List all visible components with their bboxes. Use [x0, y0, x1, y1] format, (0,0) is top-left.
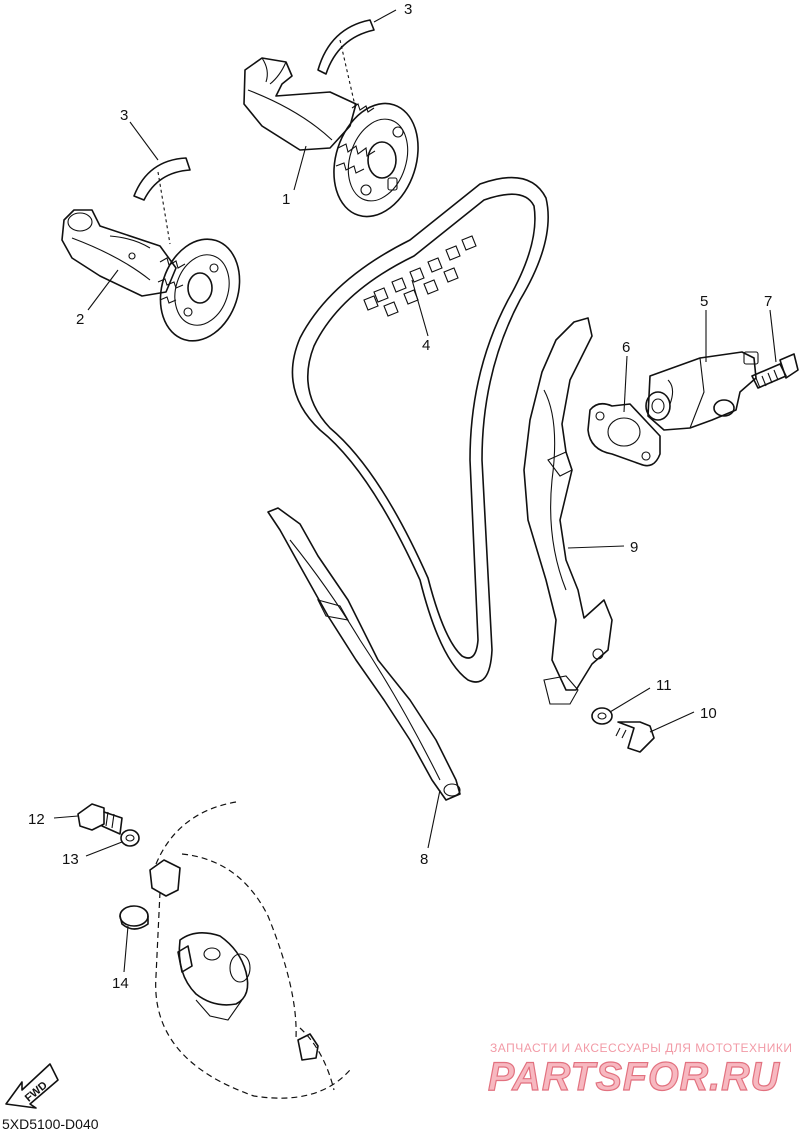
watermark: ЗАПЧАСТИ И АКСЕССУАРЫ ДЛЯ МОТОТЕХНИКИ PA… — [487, 1041, 792, 1100]
fwd-arrow: FWD — [5, 1063, 59, 1109]
tensioner-gasket — [587, 402, 661, 467]
plug-cap — [119, 905, 149, 930]
guide-bolt — [615, 721, 655, 753]
diagram-reference-code: 5XD5100-D040 — [2, 1116, 99, 1132]
watermark-logo: PARTSFOR.RU — [488, 1055, 780, 1099]
callout-14: 14 — [112, 975, 129, 992]
plug-bolt — [77, 803, 123, 835]
cam-clip-lower — [133, 157, 191, 201]
callout-13: 13 — [62, 851, 79, 868]
fwd-label: FWD — [23, 1079, 50, 1104]
chain-guide — [267, 507, 461, 801]
callout-3-lower: 3 — [120, 107, 128, 124]
callout-labels: 1 2 3 3 4 5 6 7 8 9 10 11 12 13 14 — [28, 1, 772, 992]
callout-3-upper: 3 — [404, 1, 412, 18]
callout-10: 10 — [700, 705, 717, 722]
guide-washer — [591, 707, 613, 725]
watermark-tagline: ЗАПЧАСТИ И АКСЕССУАРЫ ДЛЯ МОТОТЕХНИКИ — [490, 1041, 792, 1055]
leader-lines — [53, 9, 777, 973]
camshaft-lower — [61, 209, 241, 342]
chain-tensioner-guide — [523, 317, 613, 705]
callout-11: 11 — [656, 677, 672, 694]
callout-4: 4 — [422, 337, 430, 354]
callout-7: 7 — [764, 293, 772, 310]
callout-9: 9 — [630, 539, 638, 556]
callout-6: 6 — [622, 339, 630, 356]
callout-2: 2 — [76, 311, 84, 328]
chain-tensioner — [645, 351, 759, 431]
callout-12: 12 — [28, 811, 45, 828]
crankcase-outline — [149, 801, 351, 1099]
tensioner-bolt — [751, 353, 799, 389]
plug-washer — [120, 829, 140, 847]
callout-8: 8 — [420, 851, 428, 868]
timing-chain — [291, 176, 549, 683]
camshaft-upper — [243, 57, 419, 218]
cam-clip-upper — [317, 19, 375, 75]
callout-1: 1 — [282, 191, 290, 208]
callout-5: 5 — [700, 293, 708, 310]
